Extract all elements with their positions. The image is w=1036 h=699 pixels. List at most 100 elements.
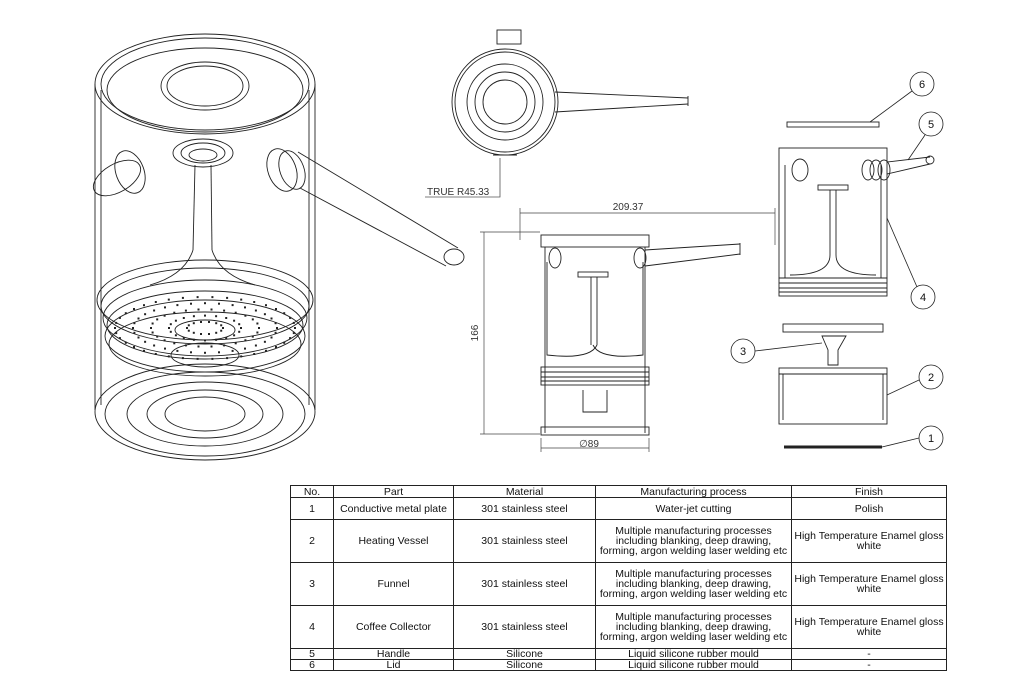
cell-process: Multiple manufacturing processes includi…: [595, 519, 792, 563]
filter-hole: [187, 329, 190, 332]
filter-hole: [225, 337, 228, 339]
filter-hole: [208, 333, 210, 335]
filter-hole: [223, 309, 226, 312]
filter-hole: [174, 319, 177, 322]
cell-no: 2: [290, 519, 334, 563]
table-row: 6 Lid Silicone Liquid silicone rubber mo…: [290, 659, 947, 671]
balloon-2-label: 2: [928, 372, 934, 384]
filter-hole: [190, 351, 192, 354]
filter-hole: [176, 304, 179, 307]
header-part: Part: [333, 485, 454, 498]
filter-hole: [292, 321, 295, 324]
cell-no: 1: [290, 497, 334, 520]
balloons: [730, 71, 944, 451]
filter-hole: [182, 317, 185, 319]
filter-hole: [204, 339, 206, 342]
filter-hole: [283, 312, 286, 315]
cell-process: Liquid silicone rubber mould: [595, 659, 792, 671]
radius-dimension: TRUE R45.33: [427, 187, 490, 198]
filter-hole: [197, 308, 200, 311]
filter-hole: [294, 327, 296, 329]
filter-hole: [204, 314, 206, 317]
filter-hole: [256, 322, 259, 325]
filter-hole: [233, 319, 236, 322]
filter-hole: [289, 337, 292, 340]
filter-hole: [238, 323, 241, 326]
filter-hole: [151, 322, 154, 325]
cell-no: 4: [290, 605, 334, 649]
filter-hole: [173, 311, 176, 314]
filter-hole: [263, 313, 266, 316]
filter-hole: [215, 315, 218, 318]
filter-hole: [218, 302, 220, 305]
filter-hole: [192, 338, 195, 341]
cell-part: Lid: [333, 659, 454, 671]
exploded-view: [778, 121, 935, 449]
cell-process: Liquid silicone rubber mould: [595, 648, 792, 660]
filter-hole: [223, 344, 226, 347]
filter-hole: [275, 346, 277, 348]
filter-hole: [190, 302, 192, 305]
filter-hole: [181, 357, 184, 360]
filter-hole: [276, 327, 278, 329]
filter-hole: [211, 357, 214, 360]
filter-hole: [164, 306, 166, 309]
filter-hole: [270, 317, 273, 320]
filter-hole: [173, 342, 176, 345]
front-view: [540, 234, 741, 436]
cell-no: 3: [290, 562, 334, 606]
filter-hole: [115, 332, 118, 335]
filter-hole: [256, 331, 259, 334]
filter-hole: [118, 337, 121, 340]
filter-hole: [254, 344, 257, 347]
filter-hole: [258, 327, 260, 329]
filter-hole: [226, 357, 229, 360]
filter-hole: [114, 327, 116, 329]
filter-hole: [124, 312, 127, 315]
filter-hole: [275, 308, 277, 310]
width-dimension: 209.37: [613, 202, 644, 213]
filter-hole: [192, 322, 195, 325]
filter-hole: [167, 298, 170, 301]
filter-holes: [114, 296, 296, 360]
cell-finish: Polish: [791, 497, 947, 520]
filter-hole: [144, 313, 147, 316]
filter-hole: [231, 304, 234, 307]
table-row: 4 Coffee Collector 301 stainless steel M…: [290, 605, 947, 649]
filter-hole: [156, 318, 159, 321]
filter-hole: [231, 349, 234, 352]
cell-material: Silicone: [453, 659, 596, 671]
filter-hole: [200, 321, 202, 323]
filter-hole: [218, 351, 220, 354]
cell-part: Conductive metal plate: [333, 497, 454, 520]
cell-part: Coffee Collector: [333, 605, 454, 649]
filter-hole: [265, 349, 267, 352]
filter-hole: [292, 332, 295, 335]
filter-hole: [151, 331, 154, 334]
filter-hole: [132, 327, 134, 329]
cell-no: 5: [290, 648, 334, 660]
filter-hole: [133, 308, 135, 310]
balloon-1-label: 1: [928, 433, 934, 445]
filter-hole: [163, 314, 166, 317]
header-finish: Finish: [791, 485, 947, 498]
balloon-5: [918, 111, 944, 137]
cell-process: Multiple manufacturing processes includi…: [595, 562, 792, 606]
filter-hole: [196, 357, 199, 360]
filter-hole: [192, 315, 195, 318]
balloon-6-label: 6: [919, 79, 925, 91]
table-header-row: No. Part Material Manufacturing process …: [290, 485, 947, 498]
diameter-dimension: ∅89: [579, 439, 599, 450]
filter-hole: [283, 341, 286, 344]
filter-hole: [215, 322, 218, 325]
table-row: 3 Funnel 301 stainless steel Multiple ma…: [290, 562, 947, 606]
filter-hole: [153, 344, 156, 347]
header-process: Manufacturing process: [595, 485, 792, 498]
cell-finish: High Temperature Enamel gloss white: [791, 562, 947, 606]
filter-hole: [204, 302, 206, 305]
isometric-view: [92, 33, 465, 461]
filter-hole: [211, 296, 214, 299]
filter-hole: [244, 347, 246, 350]
filter-hole: [137, 336, 140, 339]
cell-part: Funnel: [333, 562, 454, 606]
